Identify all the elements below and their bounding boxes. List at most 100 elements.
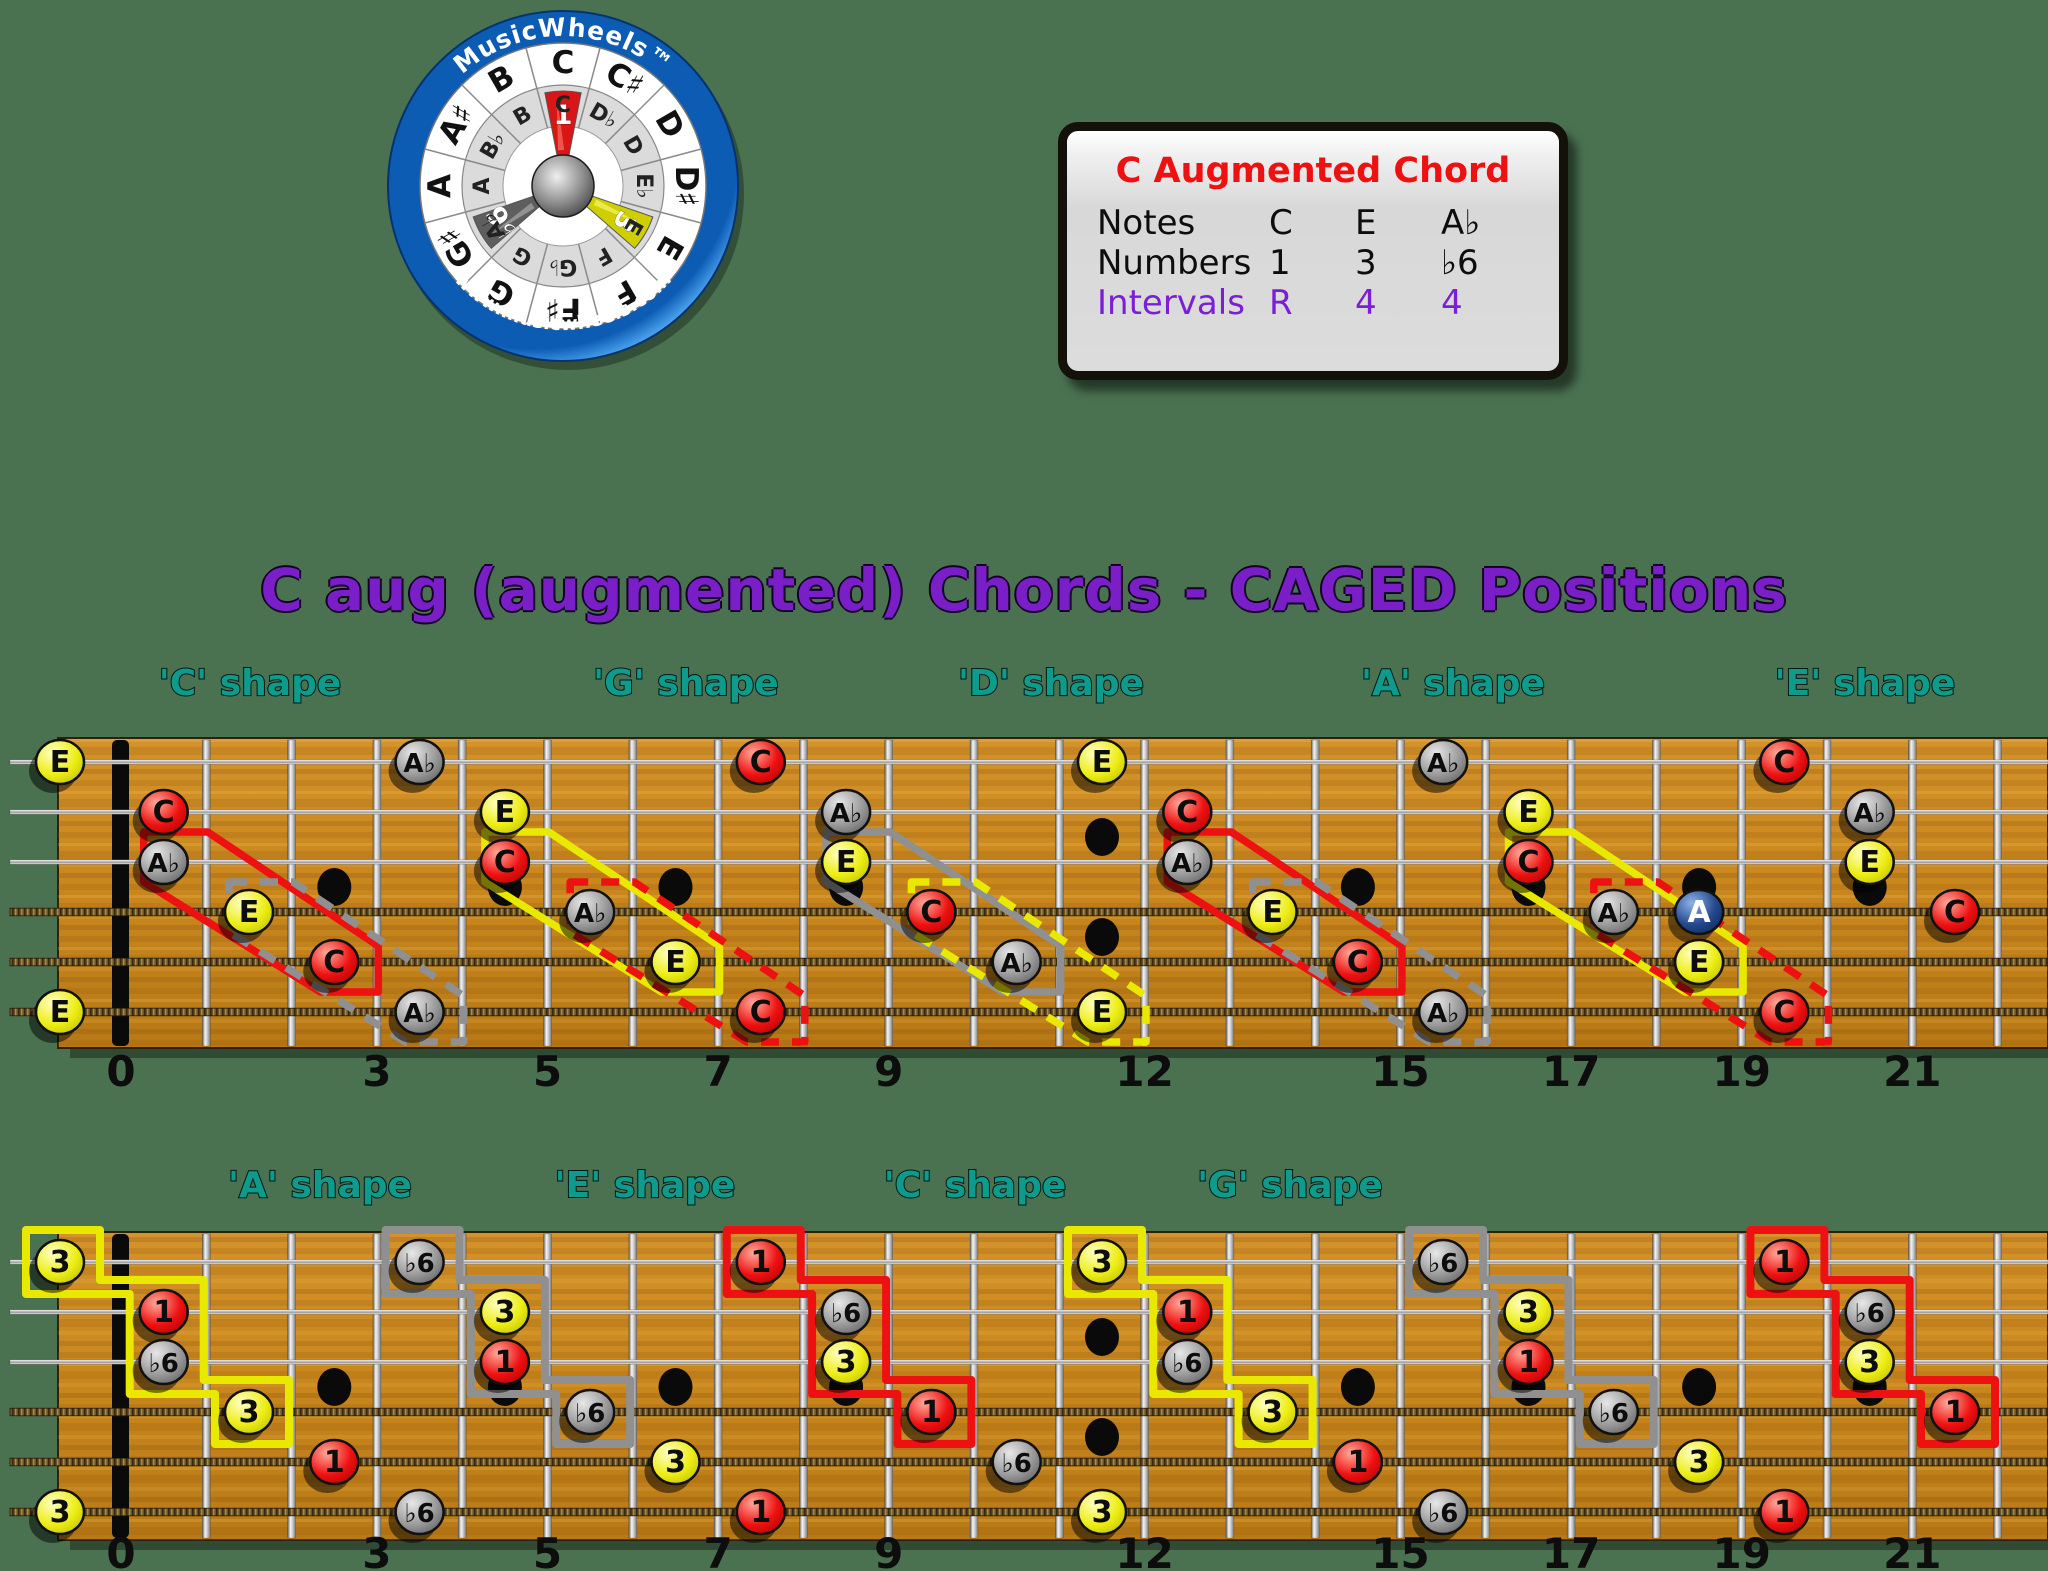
note-label: 3 bbox=[50, 1495, 71, 1530]
note-label: A♭ bbox=[830, 799, 862, 829]
note-label: 1 bbox=[750, 1245, 771, 1280]
note-label: 1 bbox=[750, 1495, 771, 1530]
note-label: E bbox=[1518, 795, 1539, 830]
guitar-string-wound bbox=[9, 1507, 2048, 1517]
caged-shape-outline bbox=[722, 1226, 976, 1448]
fret-marker-dot bbox=[1085, 1318, 1119, 1356]
note-marker bbox=[1417, 988, 1469, 1036]
fret-wire bbox=[1908, 739, 1917, 1047]
fret-wire bbox=[713, 1233, 723, 1539]
note-label: A♭ bbox=[1427, 999, 1459, 1029]
fret-wire bbox=[1566, 739, 1576, 1047]
fret-marker-dot bbox=[1085, 918, 1119, 956]
note-marker bbox=[564, 1388, 616, 1436]
note-label: E bbox=[836, 845, 857, 880]
note-label: E bbox=[1689, 945, 1710, 980]
note-label: 3 bbox=[836, 1345, 857, 1380]
note-label: 1 bbox=[1347, 1445, 1368, 1480]
fret-number: 21 bbox=[1883, 1047, 1941, 1096]
chord-info-box: C Augmented Chord Notes C E A♭ Numbers 1… bbox=[1058, 122, 1568, 380]
note-label: ♭6 bbox=[1002, 1449, 1032, 1479]
note-marker bbox=[1588, 888, 1640, 936]
wheel-segment-line bbox=[604, 84, 665, 145]
fret-wire bbox=[799, 739, 808, 1047]
note-label: 3 bbox=[1689, 1445, 1710, 1480]
fret-wire bbox=[1566, 1233, 1576, 1539]
note-marker bbox=[735, 738, 787, 786]
wheel-inner-note: G♭ bbox=[549, 254, 577, 279]
note-marker bbox=[34, 988, 86, 1036]
caged-shape-outline bbox=[1248, 878, 1491, 1046]
note-label: E bbox=[239, 895, 260, 930]
wheel-wedge-highlight bbox=[556, 97, 565, 151]
fret-number: 12 bbox=[1115, 1047, 1173, 1096]
shape-label: 'G' shape bbox=[1197, 1165, 1383, 1206]
note-marker bbox=[34, 1238, 86, 1286]
fret-wire bbox=[202, 1233, 211, 1539]
note-marker bbox=[1076, 1488, 1128, 1536]
note-marker bbox=[1417, 1488, 1469, 1536]
note-label: E bbox=[50, 995, 71, 1030]
wheel-outer-note: C bbox=[552, 45, 575, 81]
note-marker bbox=[1162, 838, 1213, 886]
note-label: A♭ bbox=[574, 899, 606, 929]
fret-marker-dot bbox=[1682, 1368, 1717, 1406]
note-marker bbox=[309, 938, 360, 986]
shape-label: 'E' shape bbox=[555, 1165, 736, 1206]
board-shadow bbox=[70, 1048, 2048, 1058]
note-marker bbox=[1417, 1238, 1469, 1286]
note-marker bbox=[34, 738, 86, 786]
fret-number: 0 bbox=[106, 1529, 135, 1571]
fret-number: 15 bbox=[1371, 1529, 1429, 1571]
caged-shape-outline bbox=[566, 878, 809, 1046]
note-marker bbox=[1673, 938, 1725, 986]
note-marker bbox=[1076, 988, 1128, 1036]
note-marker bbox=[223, 888, 275, 936]
fret-wire bbox=[457, 739, 467, 1047]
note-label: A♭ bbox=[1001, 949, 1033, 979]
note-label: A♭ bbox=[1598, 899, 1630, 929]
note-marker bbox=[820, 788, 872, 836]
wheel-outer-note: D♯ bbox=[668, 166, 704, 207]
chord-row-notes: Notes C E A♭ bbox=[1097, 203, 1481, 243]
fret-number: 3 bbox=[362, 1529, 391, 1571]
wood-grain bbox=[58, 738, 2048, 1048]
note-label: 3 bbox=[1092, 1495, 1113, 1530]
wheel-segment-line bbox=[461, 227, 522, 288]
fret-number: 21 bbox=[1883, 1529, 1941, 1571]
caged-shape-outline bbox=[1746, 1226, 1999, 1448]
note-label: C bbox=[750, 995, 772, 1030]
note-label: 1 bbox=[1518, 1345, 1539, 1380]
note-label: 3 bbox=[665, 1445, 686, 1480]
fret-wire bbox=[1908, 1233, 1917, 1539]
note-marker bbox=[1417, 738, 1469, 786]
fret-number: 17 bbox=[1542, 1047, 1600, 1096]
fret-wire bbox=[1737, 1233, 1746, 1539]
note-marker bbox=[735, 1488, 787, 1536]
row-label: Intervals bbox=[1097, 283, 1245, 323]
note-label: E bbox=[1859, 845, 1880, 880]
note-label: E bbox=[1092, 995, 1113, 1030]
note-marker bbox=[479, 1288, 531, 1336]
fret-marker-dot bbox=[317, 868, 352, 906]
note-marker bbox=[479, 1338, 531, 1386]
caged-shape-outline bbox=[1405, 1226, 1658, 1448]
note-label: A♭ bbox=[403, 999, 435, 1029]
note-marker bbox=[650, 1438, 701, 1486]
note-marker bbox=[1332, 1438, 1384, 1486]
shape-label: 'C' shape bbox=[159, 663, 342, 704]
fret-number: 3 bbox=[362, 1047, 391, 1096]
note-label: C bbox=[323, 945, 345, 980]
note-label: ♭6 bbox=[1855, 1299, 1885, 1329]
fret-wire bbox=[1993, 739, 2002, 1047]
note-marker bbox=[735, 988, 787, 1036]
fret-wire bbox=[543, 739, 552, 1047]
fret-marker-dot bbox=[317, 1368, 352, 1406]
note-marker bbox=[820, 1288, 872, 1336]
note-label: E bbox=[495, 795, 516, 830]
wheel-hub bbox=[531, 154, 595, 218]
note-label: 1 bbox=[324, 1445, 345, 1480]
shape-label: 'D' shape bbox=[958, 663, 1144, 704]
